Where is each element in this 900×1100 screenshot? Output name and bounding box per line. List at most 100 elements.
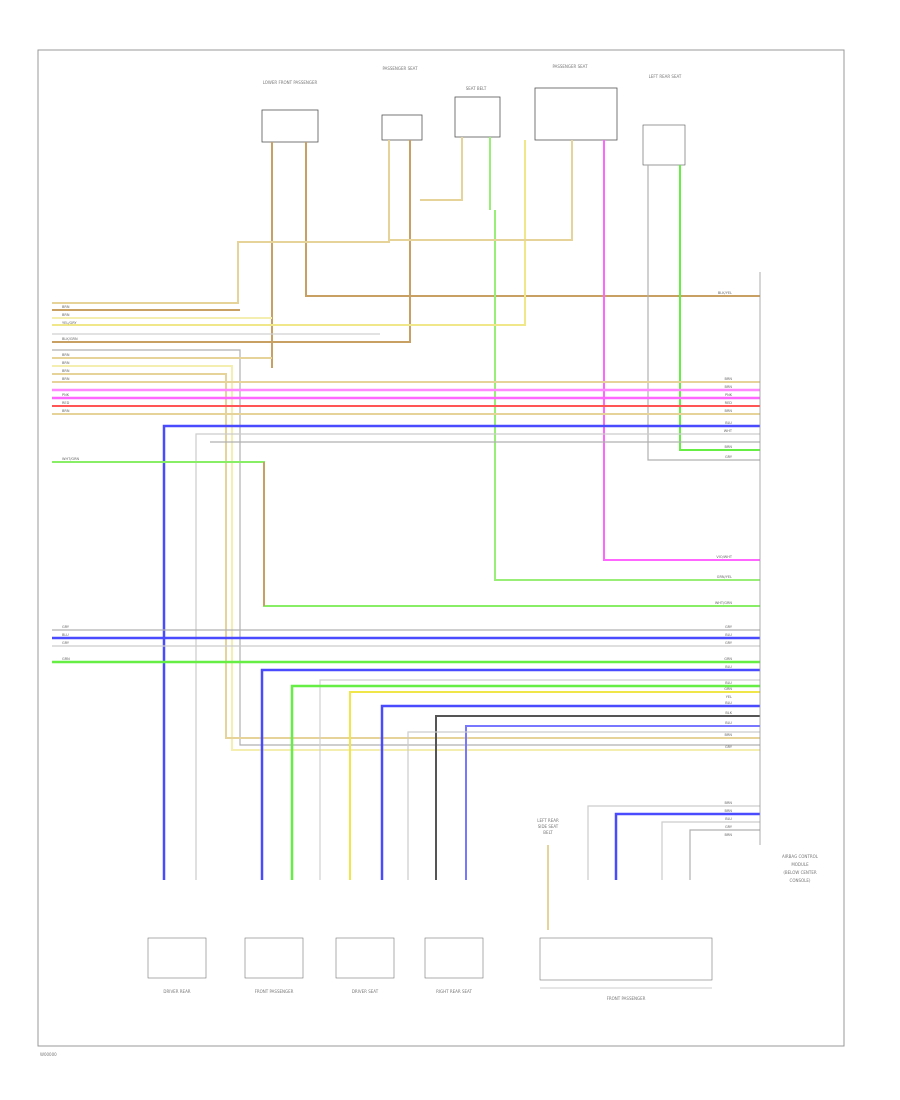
wire-label: BLU xyxy=(725,701,732,705)
wire-label: BRN xyxy=(62,377,70,381)
left-wire-labels: BRN BRN YEL/GRY BLK/GRN BRN BRN BRN BRN … xyxy=(62,305,80,661)
wire xyxy=(679,165,760,451)
wire-label: BLK xyxy=(725,711,732,715)
component-c3-box xyxy=(454,96,501,138)
wire-label: BRN xyxy=(62,409,70,413)
component-c4-box xyxy=(534,87,618,141)
wire xyxy=(52,140,526,326)
wire-label: WHT/GRN xyxy=(62,457,80,461)
wire xyxy=(349,691,760,880)
wire-label: BRN xyxy=(725,809,733,813)
wire xyxy=(52,140,411,343)
wire-label: BLU xyxy=(725,665,732,669)
wire-label: GRY xyxy=(725,641,733,645)
wire xyxy=(420,137,463,201)
component-b5: FRONT PASSENGER xyxy=(539,937,713,1001)
wire-label: GRY xyxy=(62,641,70,645)
wire-label: RED xyxy=(62,401,70,405)
left-switch-label: LEFT REAR xyxy=(537,818,559,823)
component-b4-box xyxy=(424,937,484,979)
left-switch-label: SIDE SEAT xyxy=(538,824,559,829)
wire-label: BRN xyxy=(62,369,70,373)
wire-label: BRN xyxy=(725,833,733,837)
wire-label: WHT/GRN xyxy=(715,601,733,605)
wire xyxy=(260,668,760,880)
component-b4: RIGHT REAR SEAT xyxy=(424,937,484,994)
wire xyxy=(465,725,760,880)
wire-label: BRN xyxy=(62,305,70,309)
module-label: CONSOLE) xyxy=(790,878,811,883)
wire-label: BLU xyxy=(725,721,732,725)
wire-label: BLK/YEL xyxy=(718,291,732,295)
wire xyxy=(647,165,760,461)
wire-label: GRN xyxy=(724,687,732,691)
wire xyxy=(52,461,760,607)
component-c1-label: LOWER FRONT PASSENGER xyxy=(263,80,318,85)
wire xyxy=(52,349,760,746)
component-c5-box xyxy=(642,124,686,166)
wire-label: BRN xyxy=(725,385,733,389)
wire-label: GRY xyxy=(725,825,733,829)
component-b3-label: DRIVER SEAT xyxy=(352,989,379,994)
component-c2-label: PASSENGER SEAT xyxy=(382,66,418,71)
component-c1: LOWER FRONT PASSENGER xyxy=(261,80,319,143)
wire-label: BLU xyxy=(725,817,732,821)
wire-label: GRN/YEL xyxy=(717,575,732,579)
wire xyxy=(305,142,760,297)
wire xyxy=(435,715,760,880)
wire-label: BLK/GRN xyxy=(62,337,78,341)
wire xyxy=(380,704,760,880)
wire-label: BLU xyxy=(725,421,732,425)
wire-label: PNK xyxy=(62,393,70,397)
component-c5: LEFT REAR SEAT xyxy=(642,74,686,166)
wire-label: VIO/WHT xyxy=(716,555,732,559)
wire-label: BRN xyxy=(62,353,70,357)
component-c5-label: LEFT REAR SEAT xyxy=(649,74,682,79)
wire-label: YEL/GRY xyxy=(62,321,77,325)
wire-label: GRY xyxy=(725,455,733,459)
component-c4: PASSENGER SEAT xyxy=(534,64,618,141)
component-b5-box xyxy=(539,937,713,981)
wire xyxy=(319,679,760,880)
wire-label: BRN xyxy=(725,733,733,737)
wire-label: WHT xyxy=(724,429,733,433)
wires-bus xyxy=(52,309,760,930)
module-label: MODULE xyxy=(791,862,809,867)
wire xyxy=(489,137,760,581)
component-b1-box xyxy=(147,937,207,979)
component-b2-box xyxy=(244,937,304,979)
wire-label: RED xyxy=(725,401,733,405)
wire-label: BRN xyxy=(62,361,70,365)
right-wire-labels: BLK/YEL BRN BRN PNK RED BRN BLU WHT BRN … xyxy=(715,291,733,837)
wire-label: BRN xyxy=(62,313,70,317)
component-b5-label: FRONT PASSENGER xyxy=(607,996,646,1001)
component-c2: PASSENGER SEAT xyxy=(381,66,423,141)
wire xyxy=(195,433,760,880)
wire xyxy=(661,821,760,880)
wires-top-vertical xyxy=(52,137,760,581)
wire-label: GRY xyxy=(62,625,70,629)
wire xyxy=(290,684,760,880)
component-b1: DRIVER REAR xyxy=(147,937,207,994)
component-b3: DRIVER SEAT xyxy=(335,937,395,994)
wire xyxy=(162,424,760,880)
wire xyxy=(390,140,573,241)
component-c3: SEAT BELT xyxy=(454,86,501,138)
wire-label: BRN xyxy=(725,445,733,449)
wire xyxy=(52,140,390,304)
wire-label: YEL xyxy=(726,695,732,699)
wire-label: GRY xyxy=(725,745,733,749)
left-rear-side-switch: LEFT REAR SIDE SEAT BELT xyxy=(537,818,559,835)
wire-label: BRN xyxy=(725,801,733,805)
airbag-control-module: AIRBAG CONTROL MODULE (BELOW CENTER CONS… xyxy=(759,272,819,883)
wire xyxy=(52,365,760,751)
wire-label: BLU xyxy=(725,681,732,685)
wire-label: PNK xyxy=(725,393,733,397)
wire-label: BLU xyxy=(62,633,69,637)
component-c3-label: SEAT BELT xyxy=(466,86,487,91)
wire xyxy=(603,140,760,561)
module-label: (BELOW CENTER xyxy=(783,870,817,875)
wire xyxy=(587,805,760,880)
footer-code: W00000 xyxy=(40,1052,57,1057)
